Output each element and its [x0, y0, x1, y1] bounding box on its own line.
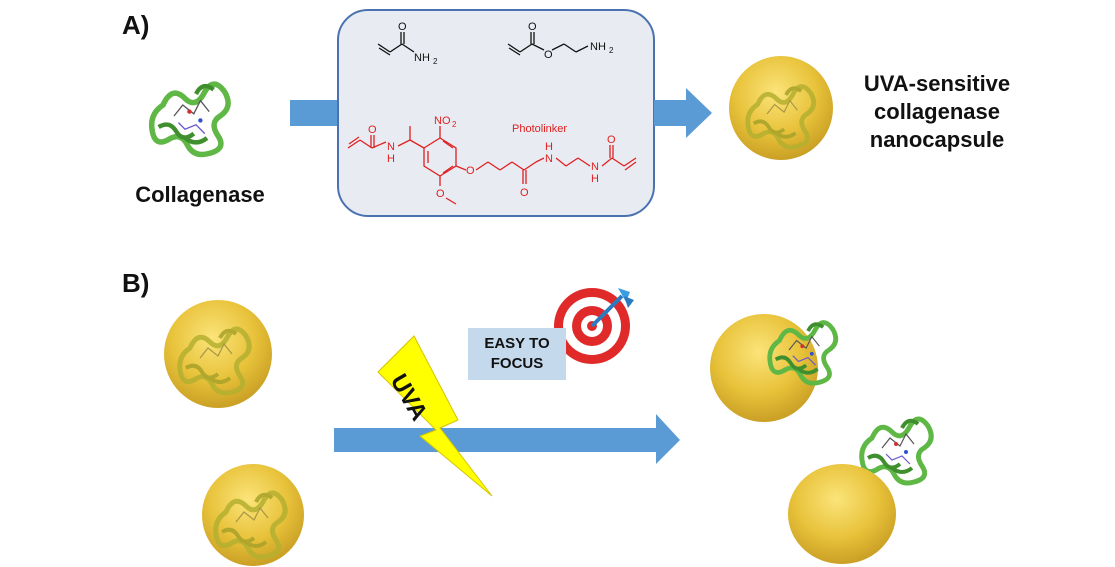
reaction-box — [337, 9, 655, 217]
capsule-empty — [788, 464, 896, 564]
focus-label-line-1: EASY TO — [484, 335, 550, 352]
acrylate-nh2-sub: 2 — [609, 46, 614, 55]
capsule-opened — [710, 314, 836, 422]
uva-lightning-bolt — [377, 335, 493, 497]
target-icon — [554, 288, 634, 364]
photolinker-nitro-sub: 2 — [452, 120, 457, 129]
acrylamide-nh2: NH — [414, 52, 430, 64]
acrylamide-o: O — [398, 21, 407, 33]
photolinker-nitro: NO — [434, 115, 451, 127]
nanocapsule-label-line-1: UVA-sensitive — [863, 71, 1011, 96]
acrylamide-structure — [377, 32, 415, 56]
photolinker-o3: O — [607, 134, 616, 146]
nanocapsule-label: UVA-sensitive collagenase nanocapsule — [842, 70, 1032, 154]
release-arrow — [334, 414, 680, 464]
photolinker-n2: N — [545, 153, 553, 165]
panel-a-label: A) — [122, 10, 150, 40]
photolinker-h2: H — [545, 141, 553, 153]
panel-b: UVA — [164, 288, 931, 566]
focus-label-line-2: FOCUS — [490, 355, 544, 372]
photolinker-o2: O — [520, 187, 529, 199]
nanocapsule-product — [729, 56, 833, 160]
photolinker-o-methoxy: O — [436, 188, 445, 200]
photolinker-h1: H — [387, 153, 395, 165]
nanocapsule-label-line-2: collagenase — [874, 99, 1000, 124]
photolinker-structure — [347, 126, 637, 205]
collagenase-protein-icon — [152, 84, 228, 154]
easy-to-focus-box: EASY TO FOCUS — [468, 328, 566, 380]
photolinker-n3: N — [591, 161, 599, 173]
capsule-left-bottom — [202, 464, 304, 566]
photolinker-h3: H — [591, 173, 599, 185]
panel-a: O NH 2 O O NH 2 — [152, 9, 833, 217]
output-arrow — [654, 88, 712, 138]
panel-b-label: B) — [122, 268, 150, 298]
input-arrow — [290, 100, 338, 126]
photolinker-n1: N — [387, 141, 395, 153]
photolinker-atoms: O N H NO 2 O O O N H N H O — [368, 115, 616, 200]
capsule-left-top — [164, 300, 272, 408]
acrylate-o-carbonyl: O — [528, 21, 537, 33]
photolinker-o-ether: O — [466, 165, 475, 177]
acrylamide-nh2-sub: 2 — [433, 57, 438, 66]
photolinker-caption: Photolinker — [512, 123, 567, 135]
acrylate-nh2: NH — [590, 41, 606, 53]
nanocapsule-label-line-3: nanocapsule — [869, 127, 1005, 152]
photolinker-o1: O — [368, 124, 377, 136]
aminoethyl-acrylate-structure — [507, 32, 589, 56]
collagenase-label: Collagenase — [135, 182, 265, 207]
acrylate-o-ester: O — [544, 49, 553, 61]
